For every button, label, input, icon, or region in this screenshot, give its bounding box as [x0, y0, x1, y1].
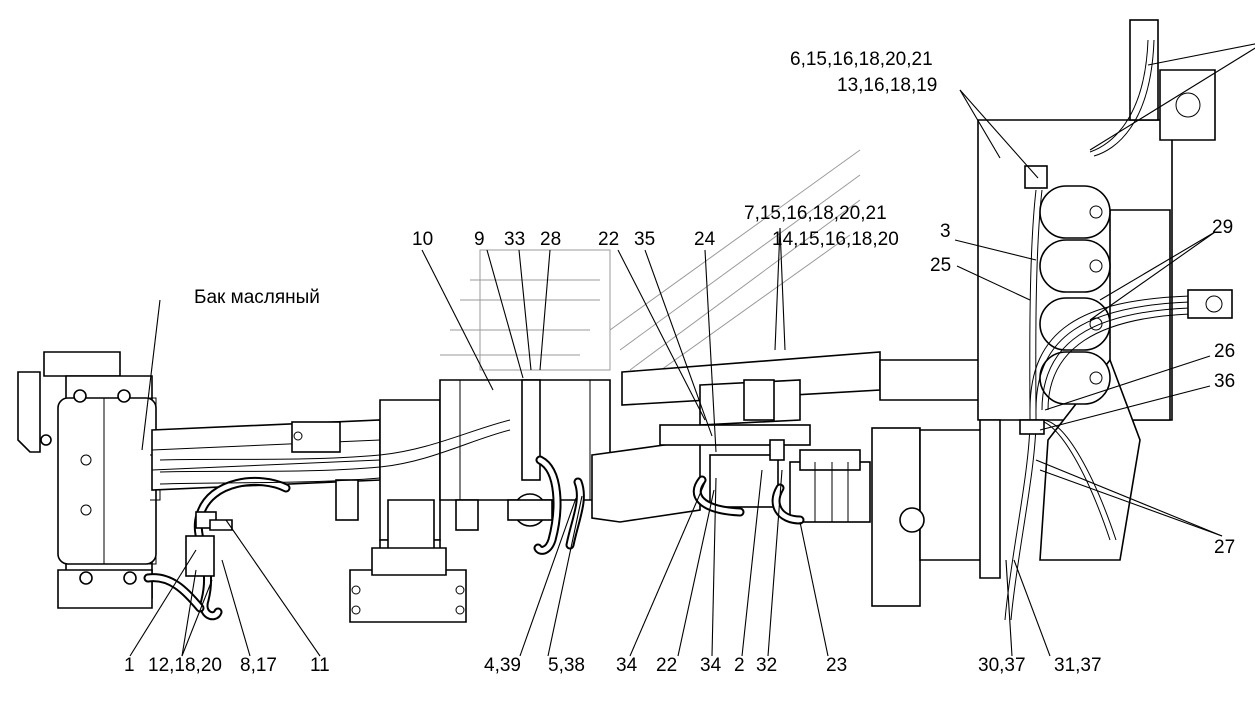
callout-4-39: 4,39	[484, 655, 521, 676]
callout-10: 10	[412, 229, 434, 250]
callout-11: 11	[310, 655, 330, 676]
callout-14-15-16-18-20: 14,15,16,18,20	[772, 229, 899, 250]
callout-32: 32	[756, 655, 778, 676]
callout-27: 27	[1214, 537, 1236, 558]
callout-23: 23	[826, 655, 848, 676]
callout-31-37: 31,37	[1054, 655, 1102, 676]
cab-hoses	[1004, 39, 1233, 621]
leader-lines	[129, 43, 1255, 657]
callout-6-15-16-18-20-21: 6,15,16,18,20,21	[790, 49, 933, 70]
callout-22-top: 22	[598, 229, 620, 250]
callout-25: 25	[930, 255, 952, 276]
pressure-lines	[159, 419, 511, 485]
callout-8-17: 8,17	[240, 655, 277, 676]
callout-34-a: 34	[616, 655, 638, 676]
callout-33: 33	[504, 229, 526, 250]
pedestal	[349, 499, 479, 623]
rear-housing	[871, 359, 986, 607]
cab-column	[977, 19, 1216, 579]
cab-outline	[440, 149, 861, 386]
callout-26: 26	[1214, 341, 1236, 362]
label-oil-tank: Бак масляный	[194, 287, 320, 308]
callout-36: 36	[1214, 371, 1236, 392]
oil-tank	[17, 351, 161, 609]
suction-hose	[143, 477, 291, 621]
callout-29: 29	[1212, 217, 1234, 238]
callout-22-bottom: 22	[656, 655, 678, 676]
callout-13-16-18-19: 13,16,18,19	[837, 75, 938, 96]
callout-9: 9	[474, 229, 485, 250]
frame-beams	[151, 379, 611, 561]
callout-34-b: 34	[700, 655, 722, 676]
callout-28: 28	[540, 229, 562, 250]
callout-35: 35	[634, 229, 656, 250]
filter-assembly	[507, 379, 585, 555]
callout-2: 2	[734, 655, 745, 676]
callout-30-37: 30,37	[978, 655, 1026, 676]
callout-5-38: 5,38	[548, 655, 585, 676]
callout-24: 24	[694, 229, 716, 250]
callout-7-15-16-18-20-21: 7,15,16,18,20,21	[744, 203, 887, 224]
callout-3: 3	[940, 221, 951, 242]
gearbox-housing	[591, 351, 881, 523]
control-valve-block	[692, 439, 871, 525]
hydraulic-tanks	[1039, 185, 1111, 405]
callout-1: 1	[124, 655, 135, 676]
callout-12-18-20: 12,18,20	[148, 655, 222, 676]
